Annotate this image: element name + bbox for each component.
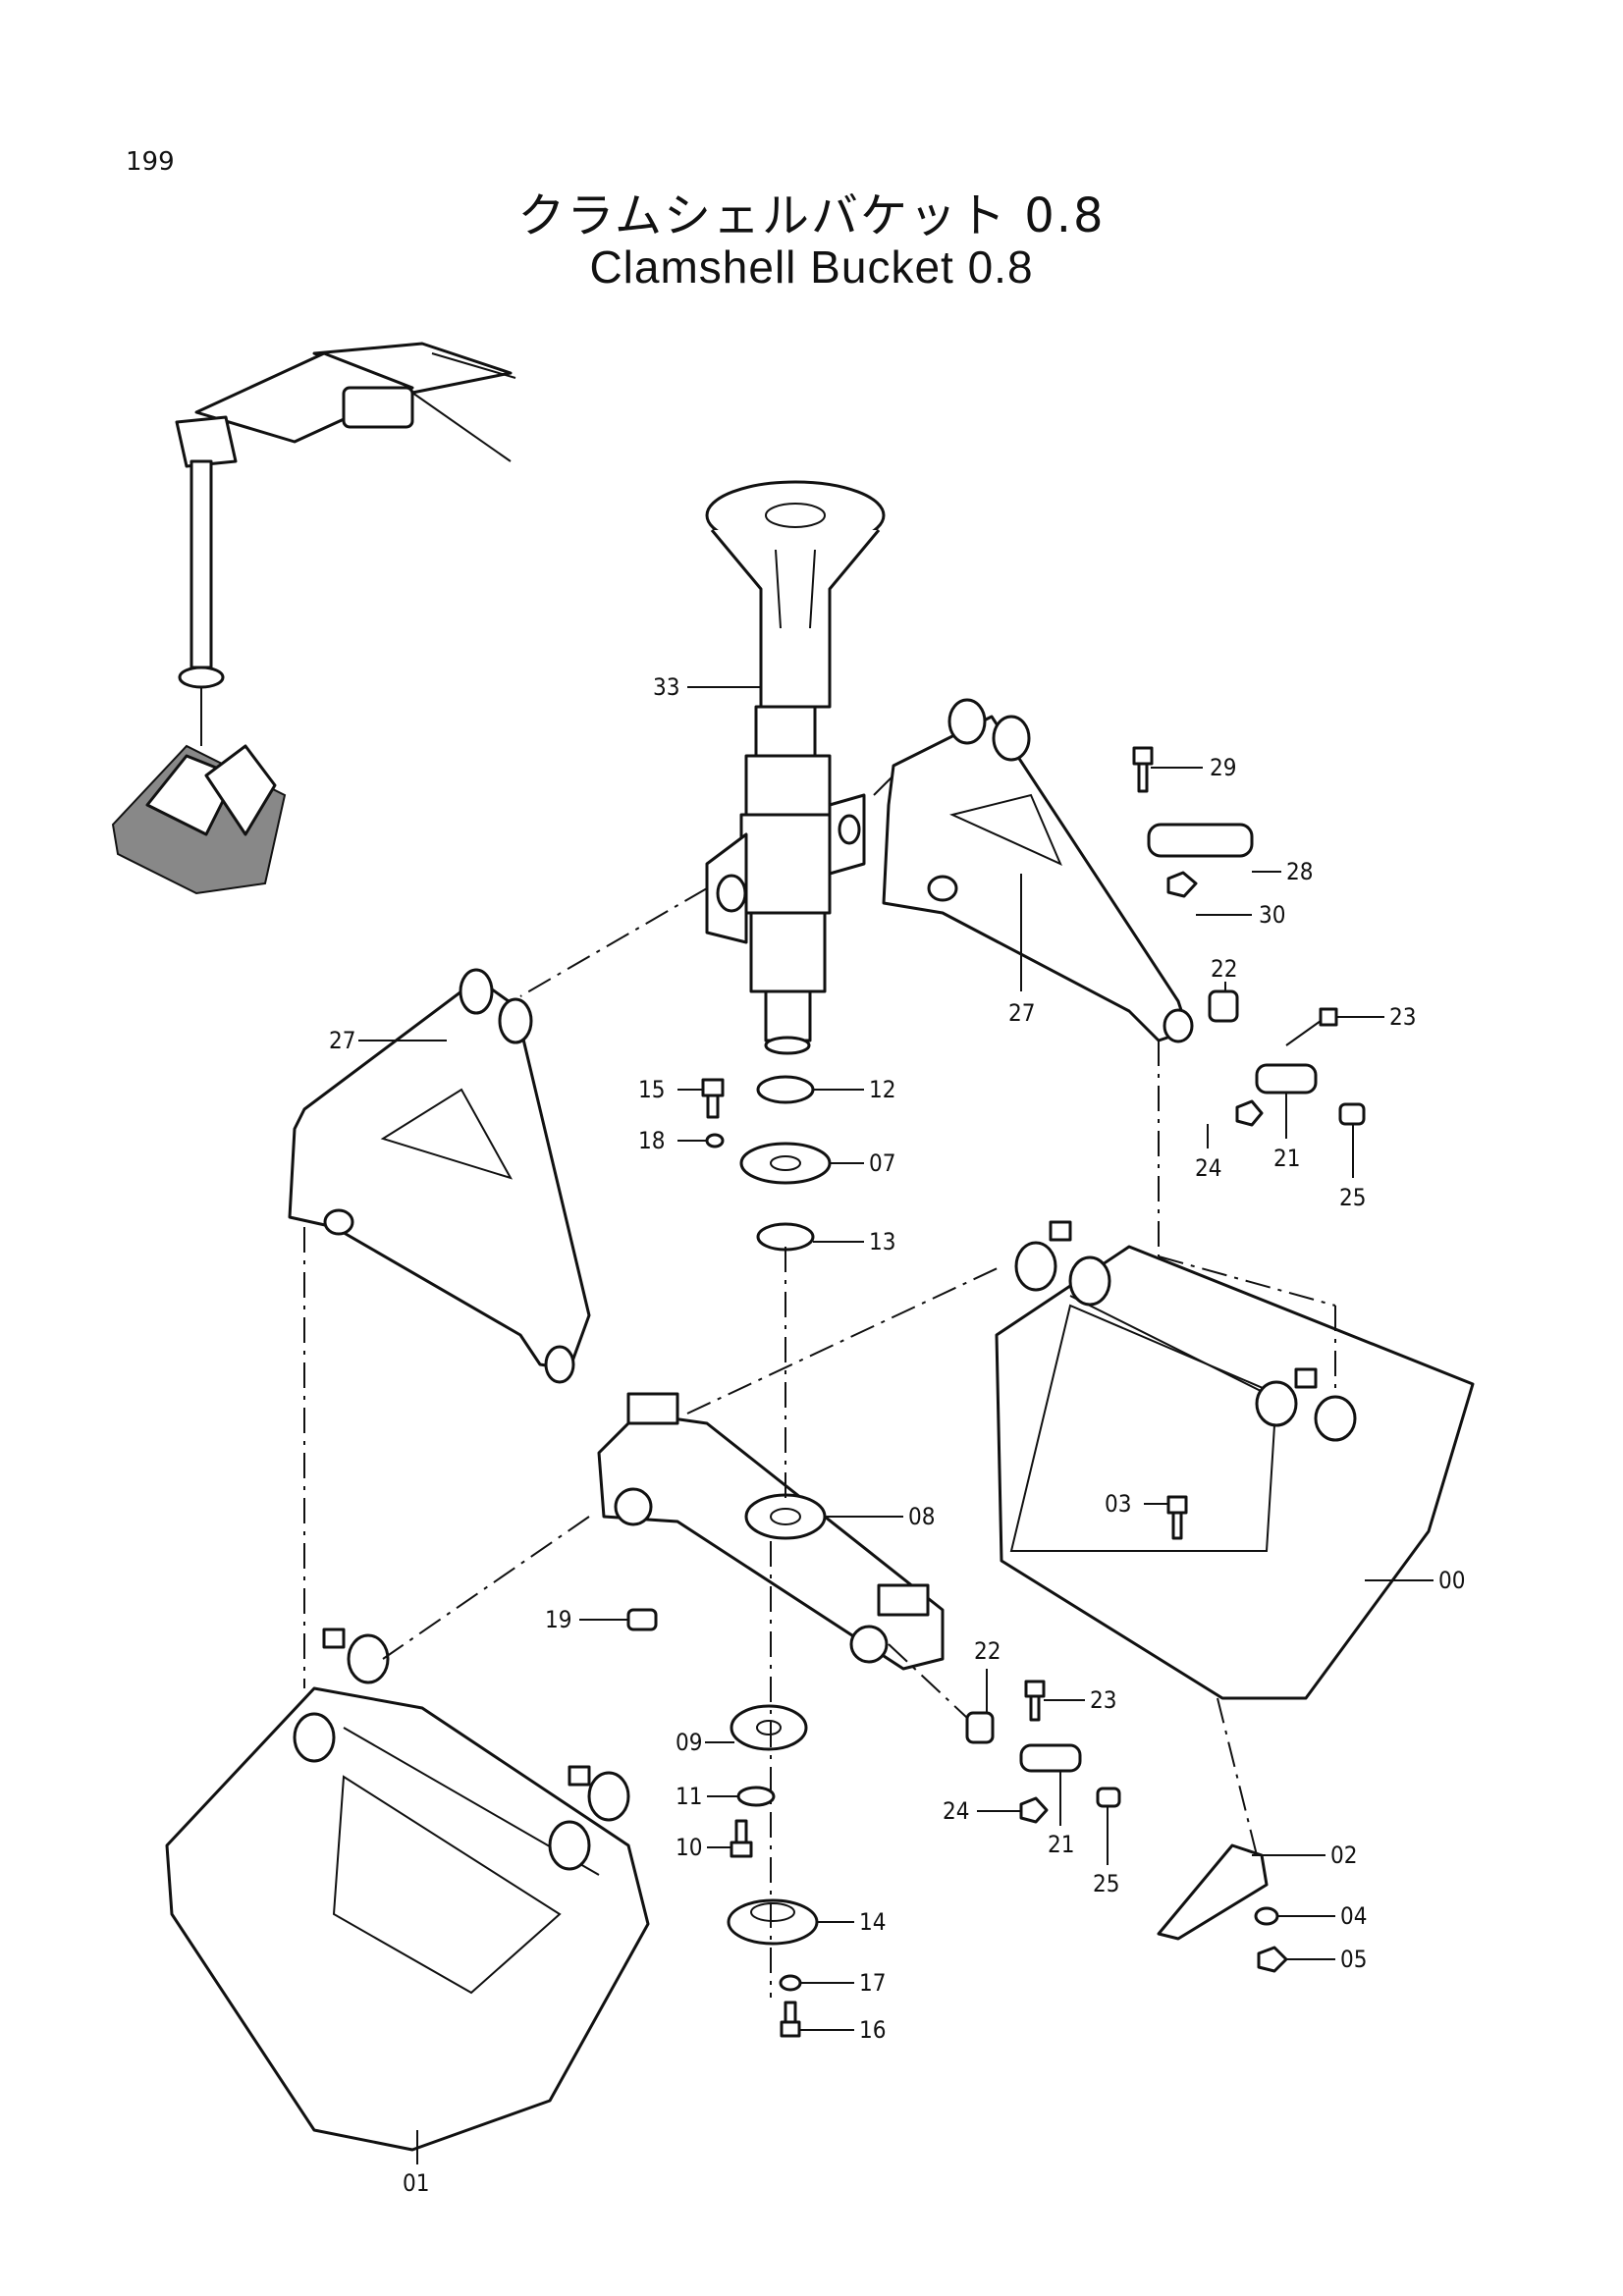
callout-28: 28 <box>1286 858 1313 885</box>
part-22-bushing-lower <box>965 1711 995 1744</box>
part-03-bolt <box>1166 1495 1188 1540</box>
callout-23-lower: 23 <box>1090 1686 1116 1714</box>
callout-labels: 33 29 28 30 27 22 23 21 24 25 27 15 12 1… <box>329 673 1465 2197</box>
callout-02: 02 <box>1330 1842 1357 1869</box>
part-29-bolt <box>1132 746 1154 793</box>
callout-22-lower: 22 <box>974 1637 1001 1665</box>
callout-25-lower: 25 <box>1093 1870 1119 1897</box>
title-japanese: クラムシェルバケット 0.8 <box>517 188 1106 243</box>
callout-14: 14 <box>859 1908 886 1936</box>
part-10-bolt <box>730 1819 753 1858</box>
part-15-bolt <box>701 1078 725 1119</box>
part-23-bolt-right <box>1285 1007 1338 1046</box>
part-27-right-arm <box>882 698 1194 1043</box>
callout-30: 30 <box>1259 901 1285 929</box>
callout-15: 15 <box>638 1076 665 1103</box>
part-14-cap <box>727 1898 819 1946</box>
callout-16: 16 <box>859 2016 886 2044</box>
callout-27-left: 27 <box>329 1027 355 1054</box>
part-23-bolt-lower <box>1024 1680 1046 1722</box>
title-english: Clamshell Bucket 0.8 <box>589 241 1034 293</box>
callout-24-lower: 24 <box>943 1797 969 1825</box>
callout-04: 04 <box>1340 1902 1367 1930</box>
part-22-bushing-right <box>1208 989 1239 1023</box>
part-18-washer <box>705 1133 725 1148</box>
leader-lines <box>358 686 1434 2164</box>
callout-25-right: 25 <box>1339 1184 1366 1211</box>
callout-18: 18 <box>638 1127 665 1154</box>
part-07-plate <box>739 1142 832 1185</box>
part-16-bolt <box>780 2001 801 2038</box>
excavator-inset-illustration <box>111 342 516 895</box>
part-27-left-arm <box>288 968 591 1384</box>
part-25-fitting-lower <box>1096 1787 1121 1808</box>
callout-09: 09 <box>676 1729 702 1756</box>
part-13-seal <box>756 1222 815 1252</box>
callout-10: 10 <box>676 1834 702 1861</box>
callout-08: 08 <box>908 1503 935 1530</box>
part-01-bucket-left <box>165 1628 650 2152</box>
part-04-washer <box>1254 1906 1279 1926</box>
callout-21-right: 21 <box>1273 1145 1300 1172</box>
part-21-pin-lower <box>1019 1743 1082 1773</box>
part-17-washer <box>779 1974 802 1992</box>
part-24-nut-lower <box>1019 1796 1049 1824</box>
callout-33: 33 <box>653 673 679 701</box>
part-21-pin-right <box>1255 1063 1318 1095</box>
callout-24-right: 24 <box>1195 1154 1221 1182</box>
callout-27-right: 27 <box>1008 999 1035 1027</box>
callout-03: 03 <box>1105 1490 1131 1518</box>
callout-19: 19 <box>545 1606 571 1633</box>
callout-12: 12 <box>869 1076 895 1103</box>
callout-22-right: 22 <box>1211 955 1237 983</box>
part-11-plate <box>736 1786 776 1807</box>
part-12-seal <box>756 1075 815 1104</box>
part-28-pin <box>1147 823 1254 858</box>
page-number: 199 <box>126 147 175 177</box>
part-09-ring <box>730 1704 808 1751</box>
callout-29: 29 <box>1210 754 1236 781</box>
callout-01: 01 <box>403 2169 429 2197</box>
part-19-fitting <box>626 1608 658 1631</box>
part-24-nut-right <box>1235 1099 1264 1127</box>
callout-23-right: 23 <box>1389 1003 1416 1031</box>
part-33-rotary-column <box>705 480 886 1055</box>
part-05-nut <box>1257 1946 1288 1973</box>
part-30-nut <box>1166 871 1198 898</box>
callout-11: 11 <box>676 1783 702 1810</box>
assembly-lines <box>303 774 1336 1998</box>
callout-13: 13 <box>869 1228 895 1255</box>
part-02-tooth <box>1157 1843 1269 1941</box>
part-00-bucket-right <box>995 1220 1475 1700</box>
callout-21-lower: 21 <box>1048 1831 1074 1858</box>
callout-17: 17 <box>859 1969 886 1997</box>
callout-05: 05 <box>1340 1946 1367 1973</box>
callout-07: 07 <box>869 1149 895 1177</box>
callout-00: 00 <box>1438 1567 1465 1594</box>
part-25-fitting-right <box>1338 1102 1366 1126</box>
